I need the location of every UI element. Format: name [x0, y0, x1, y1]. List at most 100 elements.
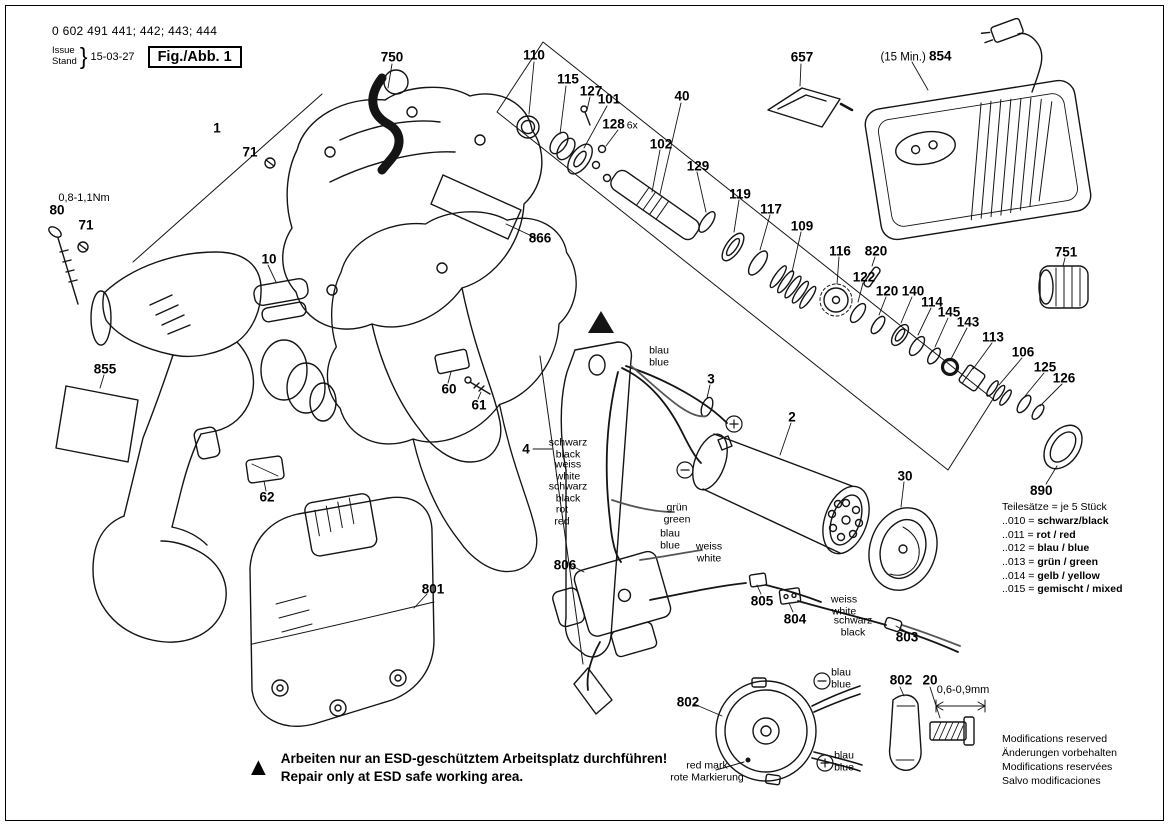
- part-callout-116: 116: [829, 243, 851, 259]
- part-callout-115: 115: [557, 71, 579, 87]
- switch-module: [552, 550, 672, 658]
- belt-clip: [368, 73, 404, 175]
- issue-brace: }: [79, 43, 88, 69]
- part-callout-127: 127: [579, 83, 603, 99]
- part-callout-113: 113: [982, 329, 1004, 345]
- part-callout-806: 806: [553, 557, 577, 573]
- part-callout-30: 30: [897, 468, 913, 484]
- part-callout-804: 804: [783, 611, 807, 627]
- drill-base: [92, 515, 227, 643]
- part-callout-126: 126: [1052, 370, 1076, 386]
- motor-cap-30: [868, 507, 938, 591]
- legend-890-items: ..010 = schwarz/black..011 = rot / red..…: [1002, 515, 1134, 597]
- spring-106: [986, 380, 1012, 406]
- legend-item-014: ..014 = gelb / yellow: [1002, 569, 1100, 582]
- legend-890-title: Teilesätze = je 5 Stück: [1002, 500, 1107, 513]
- housing-shell-rear: [282, 86, 543, 330]
- part-callout-114: 114: [921, 294, 943, 310]
- gear-train-band: [496, 41, 994, 471]
- charger-cable: [1017, 32, 1043, 93]
- esd-warning: ▲ Arbeiten nur an ESD-geschütztem Arbeit…: [246, 750, 667, 785]
- esd-triangle-marker: [588, 311, 614, 333]
- issue-label: Issue: [52, 44, 75, 56]
- issue-stand-labels: Issue Stand: [52, 44, 77, 68]
- part-callout-117: 117: [760, 201, 782, 217]
- wiring-harness: [586, 365, 961, 691]
- part-callout-10: 10: [261, 251, 277, 267]
- mounting-plate: [560, 341, 633, 658]
- legend-item-011: ..011 = rot / red: [1002, 528, 1076, 541]
- connector-805: [748, 572, 768, 588]
- connector-804: [778, 587, 802, 605]
- drill-body: [102, 251, 262, 358]
- battery-pack: [249, 496, 435, 727]
- minus-symbol: [676, 461, 694, 479]
- part-callout-803: 803: [895, 629, 919, 645]
- part-callout-102: 102: [649, 136, 673, 152]
- part-callout-60: 60: [441, 381, 457, 397]
- part-callout-119: 119: [729, 186, 751, 202]
- screw-80: [57, 237, 79, 305]
- part-callout-820: 820: [864, 243, 888, 259]
- warning-triangle-icon: ▲: [246, 753, 271, 782]
- part-callout-855: 855: [93, 361, 117, 377]
- part-callout-750: 750: [380, 49, 404, 65]
- part-callout-129: 129: [686, 158, 710, 174]
- drill-nose: [90, 290, 112, 346]
- mains-plug: [980, 17, 1024, 44]
- legend-890-number: 890: [1030, 483, 1053, 498]
- part-callout-805: 805: [750, 593, 774, 609]
- legend-item-015: ..015 = gemischt / mixed: [1002, 583, 1123, 596]
- part-callout-71: 71: [78, 217, 94, 233]
- shaft-20: [929, 721, 967, 741]
- part-callout-3: 3: [707, 371, 715, 387]
- connector-803: [883, 616, 903, 633]
- part-callout-657: 657: [790, 49, 814, 65]
- esd-warning-en: Repair only at ESD safe working area.: [280, 768, 524, 784]
- part-callout-120: 120: [875, 283, 899, 299]
- part-callout-866: 866: [528, 230, 552, 246]
- part-callout-62: 62: [259, 489, 275, 505]
- socket-751: [1039, 265, 1089, 309]
- legend-item-013: ..013 = grün / green: [1002, 556, 1099, 569]
- legend-item-010: ..010 = schwarz/black: [1002, 515, 1109, 528]
- spindle-shaft: [610, 169, 700, 241]
- dimension-note: 0,6-0,9mm: [936, 684, 990, 696]
- part-callout-1: 1: [213, 120, 221, 136]
- chuck-collar: [260, 339, 308, 401]
- part-callout-109: 109: [790, 218, 814, 234]
- part-callout-143: 143: [956, 314, 980, 330]
- modifications-line: Modifications reservées: [1002, 760, 1113, 773]
- dimension-note: 0,8-1,1Nm: [58, 192, 110, 204]
- charger: [864, 79, 1092, 241]
- part-callout-4: 4: [522, 441, 530, 457]
- modifications-line: Salvo modificaciones: [1002, 774, 1101, 787]
- button-657: [767, 87, 841, 128]
- sticker-855: [55, 385, 139, 463]
- motor-body: [702, 433, 853, 554]
- part-callout-802: 802: [676, 694, 700, 710]
- part-callout-751: 751: [1054, 244, 1078, 260]
- esd-warning-de: Arbeiten nur an ESD-geschütztem Arbeitsp…: [280, 751, 668, 766]
- legend-890: 890 Teilesätze = je 5 Stück ..010 = schw…: [1002, 482, 1134, 597]
- part-callout-145: 145: [937, 304, 961, 320]
- part-callout-125: 125: [1033, 359, 1057, 375]
- part-callout-61: 61: [471, 397, 487, 413]
- figure-label: Fig./Abb. 1: [147, 45, 242, 68]
- legend-item-012: ..012 = blau / blue: [1002, 542, 1090, 555]
